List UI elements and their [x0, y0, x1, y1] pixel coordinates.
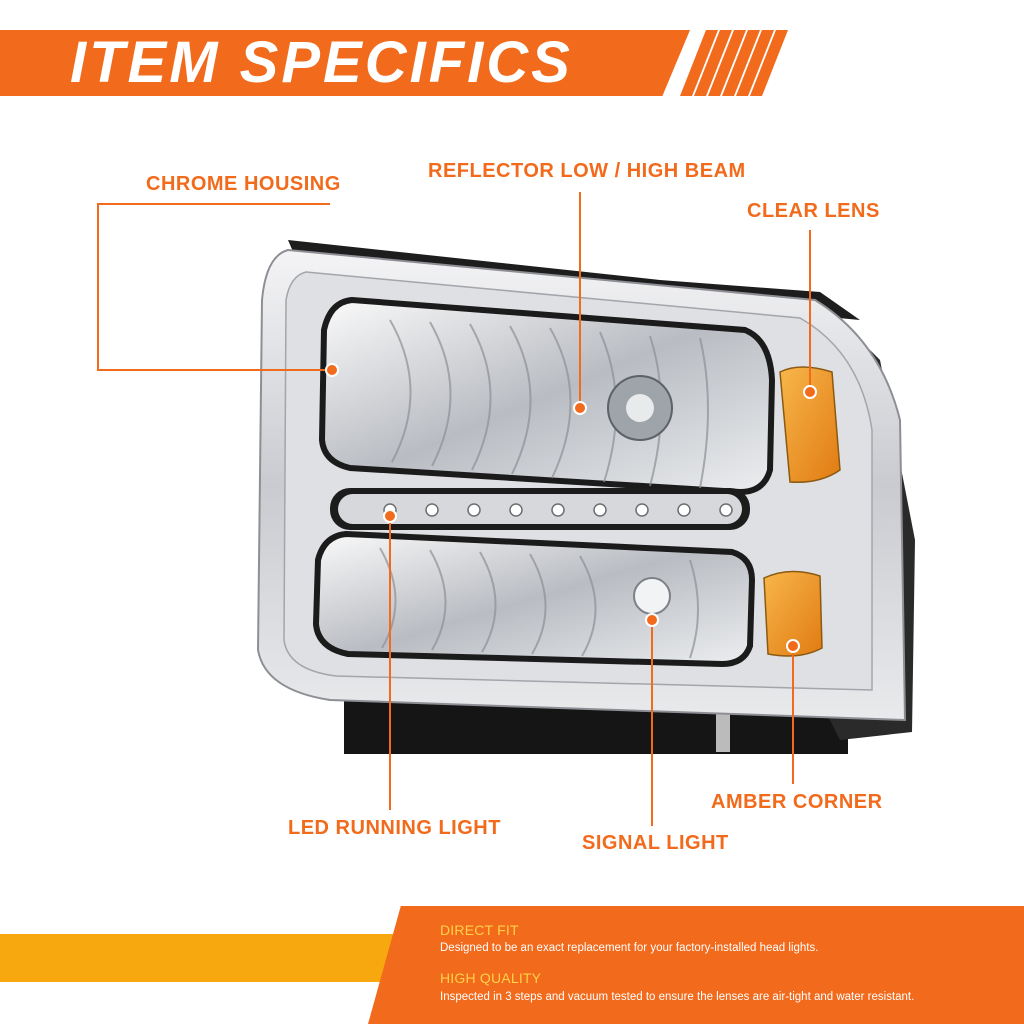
- callout-amber-corner: AMBER CORNER: [711, 791, 883, 813]
- footer-yellow-band: [0, 934, 420, 982]
- page-title: ITEM SPECIFICS: [70, 30, 573, 95]
- header-banner: [0, 30, 690, 96]
- callout-chrome-housing: CHROME HOUSING: [146, 173, 341, 195]
- feature-desc-direct-fit: Designed to be an exact replacement for …: [440, 942, 819, 954]
- callout-signal-light: SIGNAL LIGHT: [582, 832, 729, 854]
- footer-orange-panel: [368, 906, 1024, 1024]
- decorative-stripes: [680, 30, 788, 96]
- feature-title-direct-fit: DIRECT FIT: [440, 922, 519, 938]
- callout-led-running-light: LED RUNNING LIGHT: [288, 817, 501, 839]
- feature-desc-high-quality: Inspected in 3 steps and vacuum tested t…: [440, 991, 915, 1003]
- callout-reflector-beam: REFLECTOR LOW / HIGH BEAM: [428, 160, 746, 182]
- callout-clear-lens: CLEAR LENS: [747, 200, 880, 222]
- feature-title-high-quality: HIGH QUALITY: [440, 970, 542, 986]
